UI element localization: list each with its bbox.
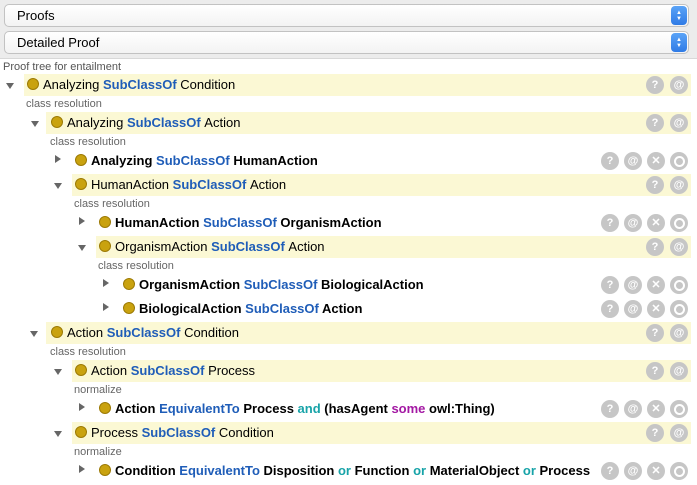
expand-toggle-icon[interactable] — [55, 155, 61, 163]
axiom-row[interactable]: Process SubClassOf Condition — [91, 425, 274, 440]
rule-label: class resolution — [98, 260, 174, 272]
expand-toggle-icon[interactable] — [54, 183, 62, 189]
row-highlight — [96, 236, 691, 258]
edit-button[interactable] — [670, 400, 688, 418]
edit-button[interactable] — [670, 300, 688, 318]
annotate-button[interactable]: @ — [624, 214, 642, 232]
annotate-button[interactable]: @ — [670, 424, 688, 442]
expand-toggle-icon[interactable] — [31, 121, 39, 127]
axiom-row[interactable]: Analyzing SubClassOf HumanAction — [91, 153, 318, 168]
axiom-row[interactable]: BiologicalAction SubClassOf Action — [139, 301, 363, 316]
annotate-button[interactable]: @ — [624, 276, 642, 294]
delete-button[interactable]: ✕ — [647, 462, 665, 480]
panel-title: Proof tree for entailment — [3, 61, 122, 73]
annotate-button[interactable]: @ — [624, 300, 642, 318]
axiom-row[interactable]: Condition EquivalentTo Disposition or Fu… — [115, 463, 591, 478]
axiom-row[interactable]: HumanAction SubClassOf Action — [91, 177, 287, 192]
rule-label: class resolution — [50, 346, 126, 358]
expand-toggle-icon[interactable] — [78, 245, 86, 251]
annotate-button[interactable]: @ — [670, 76, 688, 94]
expand-toggle-icon[interactable] — [103, 303, 109, 311]
explain-button[interactable]: ? — [601, 214, 619, 232]
row-highlight — [46, 112, 691, 134]
dropdown-arrows-icon: ▲▼ — [671, 33, 687, 52]
row-highlight — [46, 322, 691, 344]
edit-button[interactable] — [670, 214, 688, 232]
axiom-dot-icon — [123, 278, 135, 290]
delete-button[interactable]: ✕ — [647, 400, 665, 418]
proof-tree-panel: Proof tree for entailment Analyzing SubC… — [0, 58, 697, 485]
rule-label: class resolution — [26, 98, 102, 110]
proof-detail-dropdown[interactable]: Detailed Proof ▲▼ — [4, 31, 689, 54]
proofs-dropdown-value: Proofs — [17, 8, 55, 23]
annotate-button[interactable]: @ — [670, 324, 688, 342]
explain-button[interactable]: ? — [646, 176, 664, 194]
axiom-dot-icon — [75, 426, 87, 438]
annotate-button[interactable]: @ — [670, 238, 688, 256]
expand-toggle-icon[interactable] — [79, 465, 85, 473]
expand-toggle-icon[interactable] — [79, 403, 85, 411]
annotate-button[interactable]: @ — [624, 152, 642, 170]
expand-toggle-icon[interactable] — [79, 217, 85, 225]
explain-button[interactable]: ? — [601, 400, 619, 418]
edit-button[interactable] — [670, 152, 688, 170]
explain-button[interactable]: ? — [646, 362, 664, 380]
axiom-dot-icon — [75, 364, 87, 376]
delete-button[interactable]: ✕ — [647, 152, 665, 170]
axiom-dot-icon — [27, 78, 39, 90]
proof-detail-dropdown-value: Detailed Proof — [17, 35, 100, 50]
axiom-row[interactable]: Analyzing SubClassOf Condition — [43, 77, 236, 92]
explain-button[interactable]: ? — [646, 238, 664, 256]
axiom-row[interactable]: Action SubClassOf Process — [91, 363, 256, 378]
explain-button[interactable]: ? — [601, 276, 619, 294]
axiom-row[interactable]: Action EquivalentTo Process and (hasAgen… — [115, 401, 495, 416]
explain-button[interactable]: ? — [646, 424, 664, 442]
axiom-row[interactable]: Action SubClassOf Condition — [67, 325, 239, 340]
explain-button[interactable]: ? — [646, 76, 664, 94]
axiom-dot-icon — [99, 240, 111, 252]
annotate-button[interactable]: @ — [670, 362, 688, 380]
explain-button[interactable]: ? — [601, 462, 619, 480]
rule-label: class resolution — [50, 136, 126, 148]
axiom-dot-icon — [99, 402, 111, 414]
expand-toggle-icon[interactable] — [30, 331, 38, 337]
axiom-dot-icon — [99, 216, 111, 228]
axiom-dot-icon — [75, 178, 87, 190]
axiom-row[interactable]: Analyzing SubClassOf Action — [67, 115, 241, 130]
annotate-button[interactable]: @ — [624, 462, 642, 480]
delete-button[interactable]: ✕ — [647, 214, 665, 232]
annotate-button[interactable]: @ — [670, 176, 688, 194]
annotate-button[interactable]: @ — [670, 114, 688, 132]
axiom-dot-icon — [51, 326, 63, 338]
axiom-dot-icon — [75, 154, 87, 166]
annotate-button[interactable]: @ — [624, 400, 642, 418]
axiom-row[interactable]: OrganismAction SubClassOf Action — [115, 239, 325, 254]
axiom-dot-icon — [99, 464, 111, 476]
expand-toggle-icon[interactable] — [103, 279, 109, 287]
rule-label: normalize — [74, 446, 122, 458]
rule-label: class resolution — [74, 198, 150, 210]
edit-button[interactable] — [670, 276, 688, 294]
row-highlight — [72, 422, 691, 444]
proofs-dropdown[interactable]: Proofs ▲▼ — [4, 4, 689, 27]
expand-toggle-icon[interactable] — [54, 369, 62, 375]
edit-button[interactable] — [670, 462, 688, 480]
rule-label: normalize — [74, 384, 122, 396]
explain-button[interactable]: ? — [601, 300, 619, 318]
expand-toggle-icon[interactable] — [54, 431, 62, 437]
delete-button[interactable]: ✕ — [647, 276, 665, 294]
axiom-row[interactable]: HumanAction SubClassOf OrganismAction — [115, 215, 382, 230]
axiom-row[interactable]: OrganismAction SubClassOf BiologicalActi… — [139, 277, 424, 292]
expand-toggle-icon[interactable] — [6, 83, 14, 89]
row-highlight — [72, 174, 691, 196]
row-highlight — [72, 360, 691, 382]
axiom-dot-icon — [51, 116, 63, 128]
row-highlight — [24, 74, 691, 96]
explain-button[interactable]: ? — [601, 152, 619, 170]
explain-button[interactable]: ? — [646, 114, 664, 132]
dropdown-arrows-icon: ▲▼ — [671, 6, 687, 25]
delete-button[interactable]: ✕ — [647, 300, 665, 318]
explain-button[interactable]: ? — [646, 324, 664, 342]
axiom-dot-icon — [123, 302, 135, 314]
